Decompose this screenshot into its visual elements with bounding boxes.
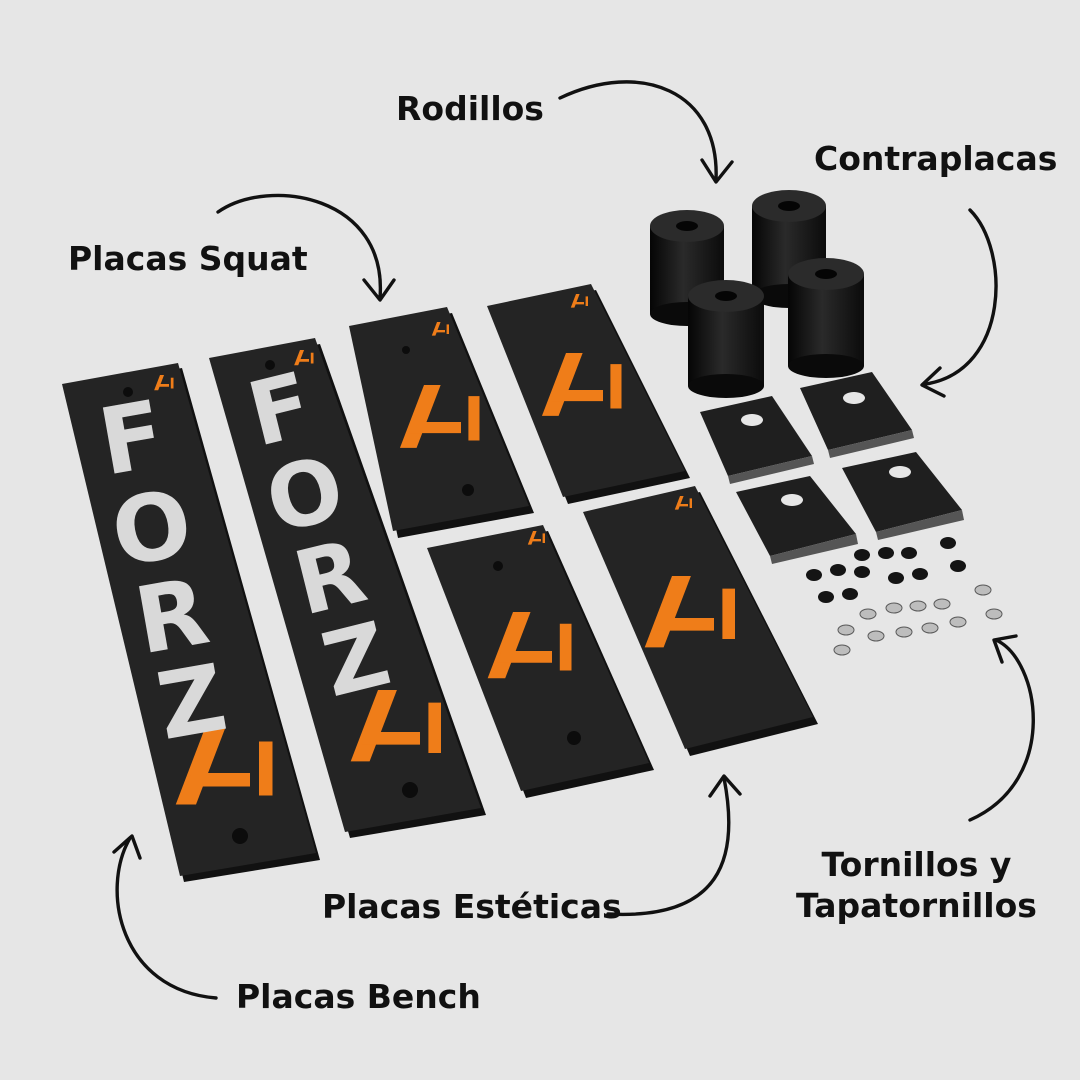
arrow-icon	[606, 774, 742, 917]
aesthetic-plate-1	[427, 525, 654, 798]
backplate	[800, 372, 914, 458]
squat-plate-2	[487, 284, 690, 504]
aesthetic-plate-2	[583, 486, 818, 756]
backplates	[700, 372, 964, 564]
label-placas-bench: Placas Bench	[236, 977, 481, 1016]
roller	[788, 258, 864, 378]
arrow-icon	[558, 80, 734, 184]
roller	[688, 280, 764, 398]
label-contraplacas: Contraplacas	[814, 139, 1058, 178]
label-tornillos-line2: Tapatornillos	[796, 886, 1037, 926]
arrow-icon	[920, 208, 998, 398]
screw-caps	[806, 537, 966, 603]
backplate	[736, 476, 858, 564]
label-placas-esteticas: Placas Estéticas	[322, 887, 622, 926]
arrow-icon	[112, 834, 218, 1000]
screws	[833, 584, 1003, 656]
label-tornillos-line1: Tornillos y	[821, 845, 1012, 884]
bench-plate-left: F O R Z	[62, 363, 320, 882]
label-rodillos: Rodillos	[396, 89, 544, 128]
squat-plate-1	[349, 307, 534, 538]
arrow-icon	[968, 634, 1035, 822]
label-tornillos: Tornillos y Tapatornillos	[796, 844, 1037, 927]
rollers	[650, 190, 864, 398]
label-placas-squat: Placas Squat	[68, 239, 308, 278]
backplate	[700, 396, 814, 484]
arrow-icon	[216, 193, 396, 302]
bench-letter-o: O	[104, 469, 200, 588]
bench-plate-right: F O R Z	[209, 338, 486, 838]
backplate	[842, 452, 964, 540]
